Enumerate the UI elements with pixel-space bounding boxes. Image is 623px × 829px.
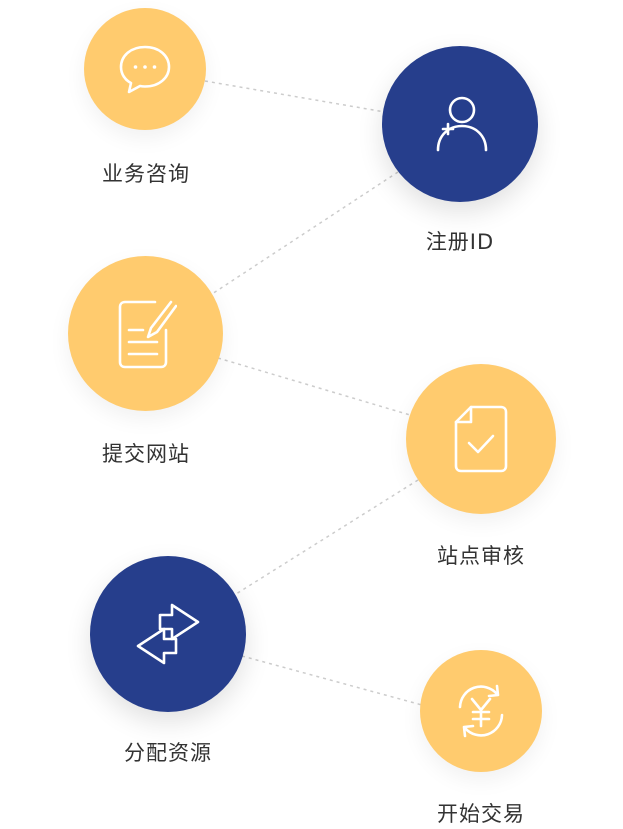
add-user-icon bbox=[428, 92, 492, 156]
step-consult-label: 业务咨询 bbox=[102, 162, 190, 186]
step-review-node[interactable] bbox=[406, 364, 556, 514]
yuan-cycle-icon bbox=[451, 681, 511, 741]
document-check-icon bbox=[453, 403, 509, 475]
exchange-arrows-icon bbox=[130, 601, 206, 667]
step-allocate-node[interactable] bbox=[90, 556, 246, 712]
step-allocate-label: 分配资源 bbox=[124, 741, 212, 765]
connector-4-5 bbox=[235, 479, 419, 595]
connector-2-3 bbox=[211, 171, 399, 295]
connector-3-4 bbox=[217, 357, 411, 416]
step-trade-node[interactable] bbox=[420, 650, 542, 772]
connector-5-6 bbox=[241, 655, 423, 706]
chat-bubble-icon bbox=[116, 40, 174, 98]
edit-document-icon bbox=[115, 296, 177, 372]
step-submit-node[interactable] bbox=[68, 256, 223, 411]
step-trade-label: 开始交易 bbox=[437, 802, 525, 826]
connector-1-2 bbox=[204, 80, 386, 113]
step-submit-label: 提交网站 bbox=[102, 442, 190, 466]
step-review-label: 站点审核 bbox=[437, 544, 525, 568]
step-register-node[interactable] bbox=[382, 46, 538, 202]
step-consult-node[interactable] bbox=[84, 8, 206, 130]
step-register-label: 注册ID bbox=[425, 230, 495, 254]
